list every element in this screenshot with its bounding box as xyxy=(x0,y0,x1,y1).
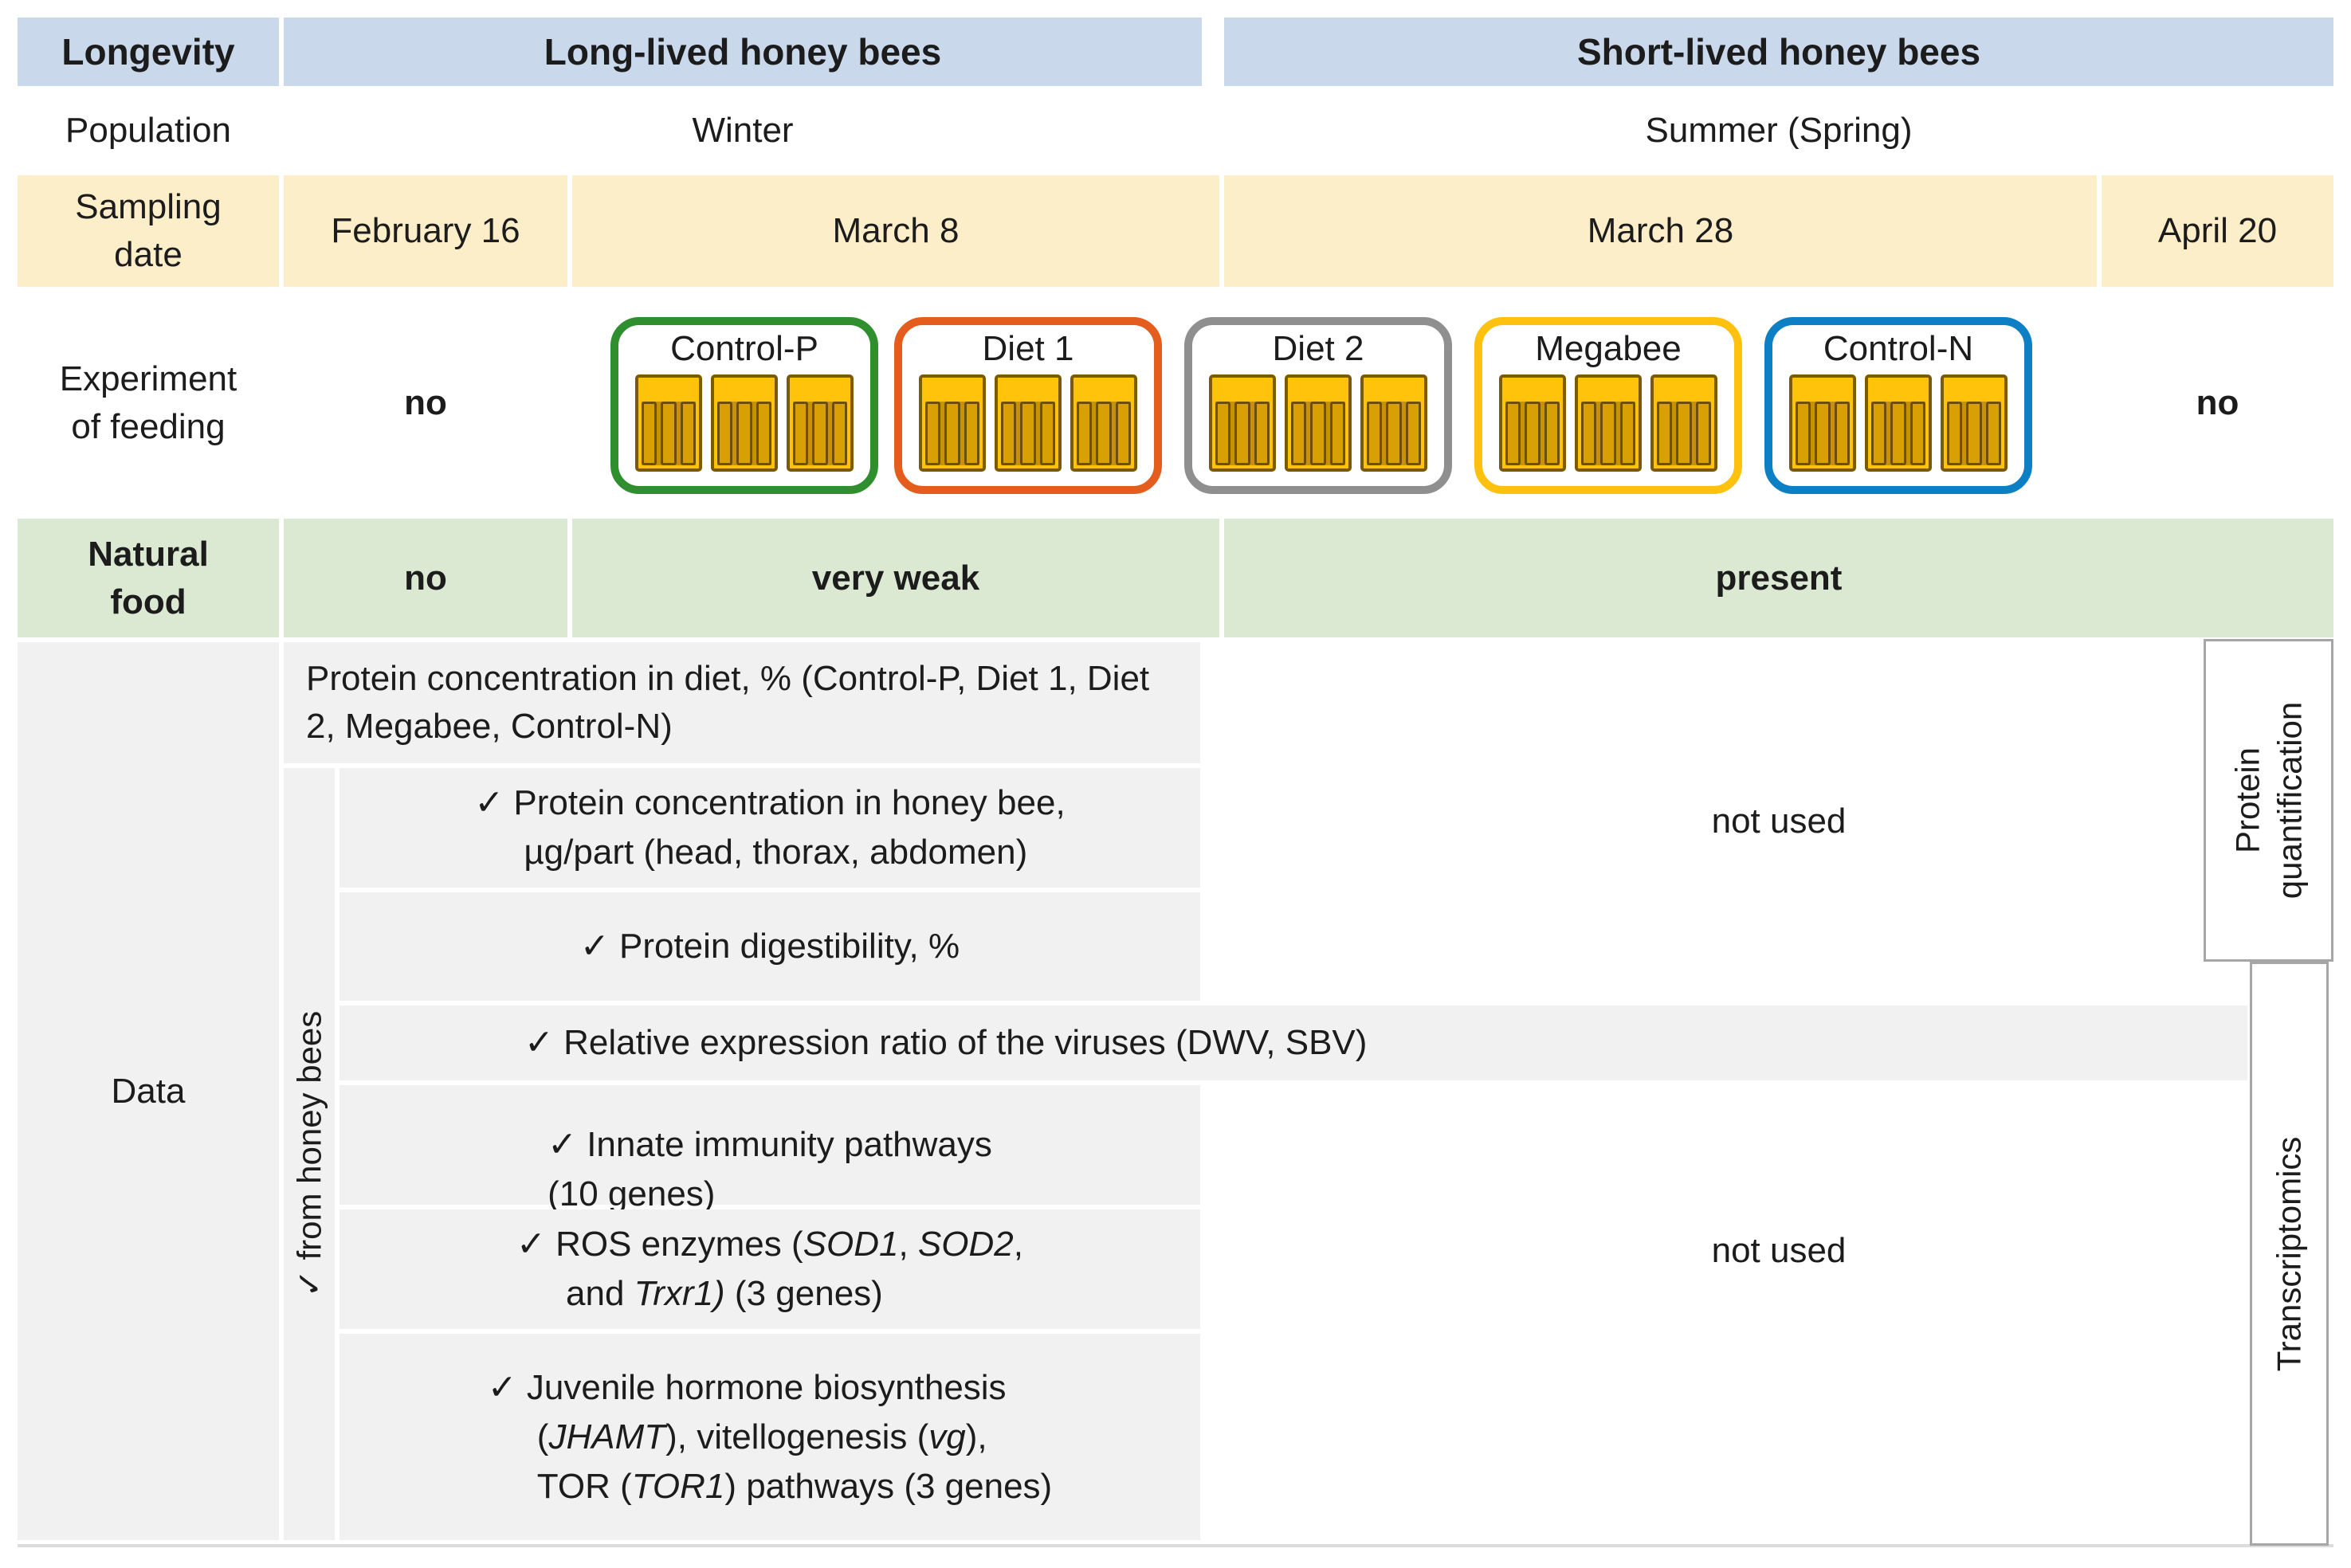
hive-frame-icon xyxy=(1360,374,1427,472)
data-row-protein-digestibility: ✓ Protein digestibility, % xyxy=(340,892,1200,1001)
feeding-group-diet1: Diet 1 xyxy=(894,317,1162,494)
from-honey-bees-rotated-label: ✓ from honey bees xyxy=(290,1010,328,1298)
from-honey-bees-column: ✓ from honey bees xyxy=(284,768,335,1540)
hive-frame-icon xyxy=(1070,374,1137,472)
hive-frame-icon xyxy=(1285,374,1352,472)
natural-food-present: present xyxy=(1224,519,2333,637)
table-bottom-border xyxy=(18,1544,2333,1547)
feeding-group-diet2: Diet 2 xyxy=(1184,317,1452,494)
hive-frame-icon xyxy=(711,374,778,472)
sampling-date-apr20: April 20 xyxy=(2102,175,2333,287)
protein-quantification-label: Protein quantification xyxy=(2228,701,2308,900)
hive-frame-icon xyxy=(1650,374,1717,472)
hive-frames-icon xyxy=(1789,374,2008,472)
hive-frame-icon xyxy=(635,374,702,472)
data-label: Data xyxy=(18,642,279,1540)
feeding-group-control-n: Control-N xyxy=(1764,317,2032,494)
feeding-no-left: no xyxy=(404,382,447,422)
sampling-date-mar28: March 28 xyxy=(1224,175,2097,287)
hive-frame-icon xyxy=(1575,374,1642,472)
not-used-transcriptomics: not used xyxy=(1711,1231,1847,1271)
short-lived-header: Short-lived honey bees xyxy=(1224,18,2333,86)
data-row-protein-diet: Protein concentration in diet, % (Contro… xyxy=(284,642,1200,763)
data-row-protein-concentration-honey-bee: ✓ Protein concentration in honey bee,µg/… xyxy=(340,768,1200,888)
transcriptomics-box: Transcriptomics xyxy=(2250,962,2329,1546)
data-row-virus-expression: ✓ Relative expression ratio of the virus… xyxy=(340,1005,2247,1080)
not-used-protein: not used xyxy=(1711,802,1847,841)
hive-frames-icon xyxy=(1499,374,1717,472)
protein-quantification-box: Protein quantification xyxy=(2204,639,2333,962)
long-lived-header: Long-lived honey bees xyxy=(284,18,1202,86)
natural-food-label: Natural food xyxy=(18,519,279,637)
longevity-header-label: Longevity xyxy=(18,18,279,86)
feeding-group-label: Control-N xyxy=(1823,329,1974,368)
natural-food-very-weak: very weak xyxy=(572,519,1219,637)
population-winter: Winter xyxy=(692,111,794,151)
hive-frames-icon xyxy=(635,374,854,472)
data-row-juvenile-hormone: ✓ Juvenile hormone biosynthesis(JHAMT), … xyxy=(340,1334,1200,1540)
population-label: Population xyxy=(65,111,231,151)
data-row-innate-immunity: ✓ Innate immunity pathways(10 genes) xyxy=(340,1085,1200,1213)
feeding-label: Experiment of feeding xyxy=(59,359,237,446)
hive-frame-icon xyxy=(1209,374,1276,472)
hive-frame-icon xyxy=(919,374,986,472)
population-summer: Summer (Spring) xyxy=(1645,111,1913,151)
hive-frame-icon xyxy=(1865,374,1932,472)
hive-frames-icon xyxy=(1209,374,1427,472)
hive-frame-icon xyxy=(995,374,1062,472)
natural-food-no: no xyxy=(284,519,567,637)
hive-frames-icon xyxy=(919,374,1137,472)
hive-frame-icon xyxy=(1789,374,1856,472)
transcriptomics-label: Transcriptomics xyxy=(2270,1136,2308,1371)
sampling-date-mar8: March 8 xyxy=(572,175,1219,287)
feeding-no-right: no xyxy=(2196,382,2239,422)
sampling-date-label: Sampling date xyxy=(18,175,279,287)
feeding-group-label: Megabee xyxy=(1535,329,1682,368)
feeding-group-label: Control-P xyxy=(670,329,818,368)
feeding-group-label: Diet 1 xyxy=(982,329,1074,368)
feeding-group-label: Diet 2 xyxy=(1272,329,1364,368)
hive-frame-icon xyxy=(787,374,854,472)
hive-frame-icon xyxy=(1499,374,1566,472)
data-row-ros-enzymes: ✓ ROS enzymes (SOD1, SOD2,and Trxr1) (3 … xyxy=(340,1209,1200,1329)
feeding-group-control-p: Control-P xyxy=(610,317,878,494)
sampling-date-feb16: February 16 xyxy=(284,175,567,287)
feeding-group-megabee: Megabee xyxy=(1474,317,1742,494)
hive-frame-icon xyxy=(1941,374,2008,472)
